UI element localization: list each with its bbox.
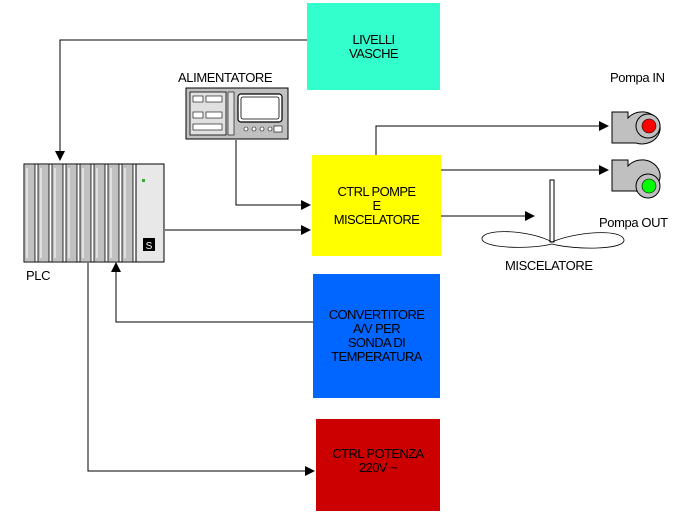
pompa-in-indicator (641, 118, 657, 134)
connections (55, 39, 609, 476)
convertitore-line2: A/V PER (352, 321, 401, 336)
pompa-out-label: Pompa OUT (599, 215, 668, 230)
ctrl-potenza-line1: CTRL POTENZA (332, 446, 424, 461)
livelli-line1: LIVELLI (352, 31, 395, 47)
pompa-in-icon (611, 111, 661, 145)
arrow-alimentatore-to-ctrl (235, 140, 311, 210)
ctrl-pompe-line3: MISCELATORE (333, 211, 420, 227)
miscelatore-label: MISCELATORE (505, 258, 593, 273)
arrow-plc-to-potenza (87, 263, 315, 476)
arrow-ctrl-to-pompa-in (375, 121, 609, 155)
pompa-out-indicator (641, 178, 657, 194)
pompa-out-icon (611, 159, 661, 199)
miscelatore-icon (481, 179, 625, 249)
plc-icon: S (23, 163, 165, 263)
ctrl-pompe-line1: CTRL POMPE (337, 183, 416, 199)
convertitore-line3: SONDA DI (347, 335, 406, 350)
ctrl-pompe-line2: E (372, 197, 381, 213)
ctrl-pompe-block: CTRL POMPE E MISCELATORE (312, 155, 441, 256)
convertitore-line4: TEMPERATURA (331, 349, 422, 364)
plc-label: PLC (26, 268, 51, 283)
plc-badge: S (146, 241, 153, 252)
pompa-in-label: Pompa IN (610, 70, 665, 85)
convertitore-line1: CONVERTITORE (328, 307, 425, 322)
arrow-livelli-to-plc (55, 39, 307, 161)
livelli-line2: VASCHE (349, 45, 399, 61)
convertitore-block: CONVERTITORE A/V PER SONDA DI TEMPERATUR… (313, 274, 440, 398)
livelli-vasche-block: LIVELLI VASCHE (307, 3, 440, 90)
alimentatore-label: ALIMENTATORE (178, 70, 273, 85)
alimentatore-icon (185, 87, 289, 140)
ctrl-potenza-line2: 220V ~ (359, 460, 398, 475)
arrow-convertitore-to-plc (111, 262, 313, 323)
ctrl-potenza-block: CTRL POTENZA 220V ~ (316, 419, 440, 511)
